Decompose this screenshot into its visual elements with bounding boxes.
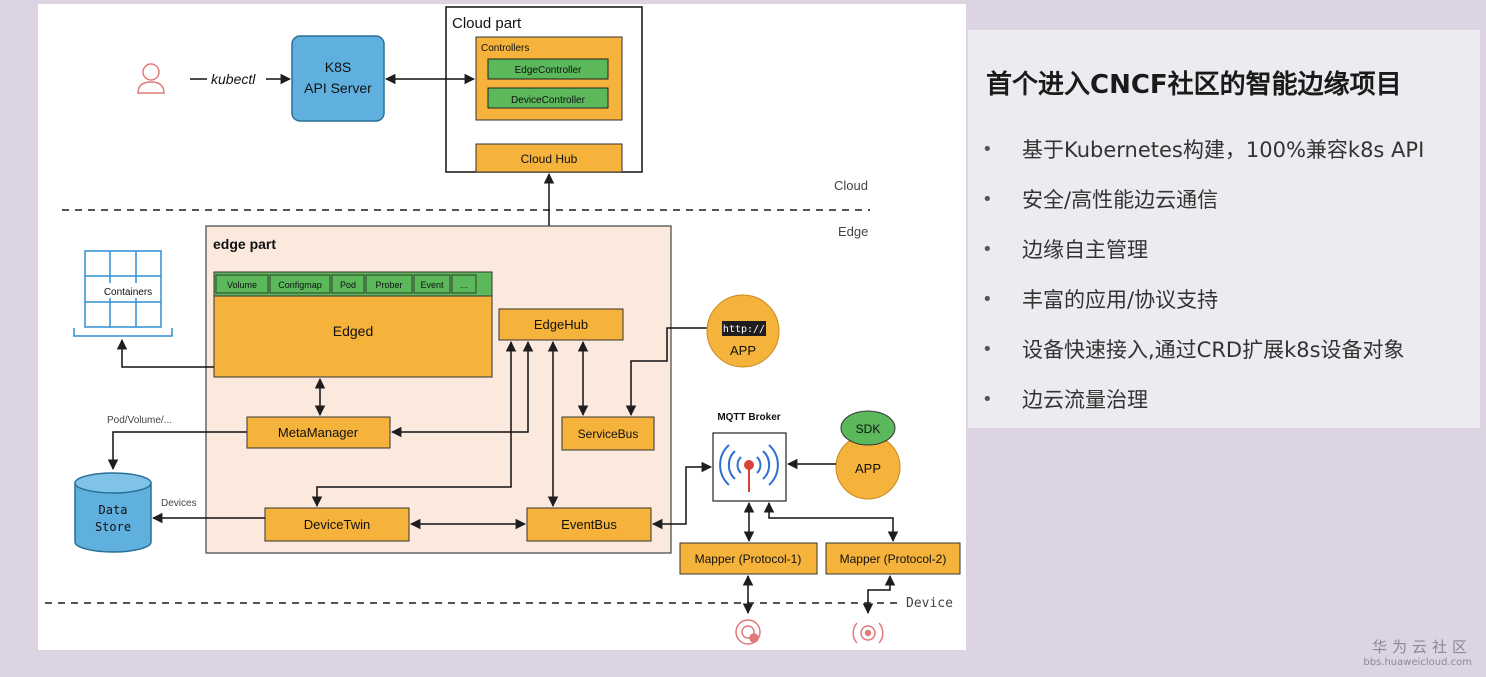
edge-part-title: edge part — [213, 236, 276, 252]
bullet-icon: • — [982, 389, 993, 410]
watermark-cn: 华为云社区 — [1371, 638, 1472, 656]
metamanager-label: MetaManager — [278, 425, 359, 440]
feature-list: • 基于Kubernetes构建，100%兼容k8s API • 安全/高性能边云通… — [982, 130, 1424, 430]
eventbus — [526, 507, 652, 542]
edgehub-label: EdgeHub — [534, 317, 588, 332]
device-controller-label: DeviceController — [511, 95, 586, 106]
edged-tab — [331, 274, 365, 294]
feature-text: 安全/高性能边云通信 — [1022, 188, 1219, 212]
data-store-line2: Store — [95, 520, 131, 534]
feature-panel — [968, 30, 1480, 428]
cloud-part-title: Cloud part — [452, 15, 522, 32]
device-controller — [487, 87, 609, 109]
edged-tabs: Volume Configmap Pod Prober Event... — [215, 274, 477, 294]
servicebus-label: ServiceBus — [578, 427, 639, 441]
cloud-hub — [475, 143, 623, 173]
edged-tab — [365, 274, 413, 294]
feature-text: 设备快速接入,通过CRD扩展k8s设备对象 — [1022, 338, 1405, 362]
k8s-api-server — [291, 35, 385, 122]
devicetwin — [264, 507, 410, 542]
feature-text: 边缘自主管理 — [1022, 238, 1148, 262]
kubectl-label: kubectl — [211, 71, 256, 87]
app-label: APP — [730, 343, 756, 358]
feature-item: • 边缘自主管理 — [982, 230, 1424, 280]
edged-tab-label: Event — [420, 280, 444, 290]
edged-label: Edged — [333, 323, 373, 339]
edged-tab-label: ... — [460, 280, 468, 290]
watermark: 华为云社区 bbs.huaweicloud.com — [1363, 636, 1472, 668]
devicetwin-label: DeviceTwin — [304, 517, 370, 532]
user-icon — [137, 63, 165, 94]
k8s-line2: API Server — [304, 80, 372, 96]
watermark-url: bbs.huaweicloud.com — [1363, 657, 1472, 668]
k8s-line1: K8S — [325, 59, 351, 75]
edged-tab-label: Pod — [340, 280, 356, 290]
edged-tab — [413, 274, 451, 294]
edged-tab — [269, 274, 331, 294]
device-2-icon — [852, 622, 884, 644]
controllers-title: Controllers — [481, 43, 529, 54]
data-store-icon — [74, 472, 152, 553]
mapper-protocol-2-label: Mapper (Protocol-2) — [840, 552, 947, 566]
http-badge — [722, 321, 766, 336]
edgehub — [498, 308, 624, 341]
containers-label-bg — [97, 283, 159, 298]
bullet-icon: • — [982, 339, 993, 360]
sdk-app-label: APP — [855, 461, 881, 476]
device-label: Device — [906, 596, 953, 611]
mqtt-broker-title: MQTT Broker — [717, 412, 780, 423]
feature-item: • 基于Kubernetes构建，100%兼容k8s API — [982, 130, 1424, 180]
bullet-icon: • — [982, 239, 993, 260]
http-label: http:// — [723, 324, 765, 335]
edge-controller — [487, 58, 609, 80]
mapper-protocol-1-label: Mapper (Protocol-1) — [695, 552, 802, 566]
edge-label: Edge — [838, 224, 868, 239]
sdk-label: SDK — [856, 422, 881, 436]
edge-controller-label: EdgeController — [515, 65, 582, 76]
metamanager-datastore-link — [107, 431, 247, 471]
servicebus-app-link — [625, 322, 724, 417]
feature-item: • 设备快速接入,通过CRD扩展k8s设备对象 — [982, 330, 1424, 380]
edged-tab-label: Volume — [227, 280, 257, 290]
feature-text: 边云流量治理 — [1022, 388, 1148, 412]
feature-text: 丰富的应用/协议支持 — [1022, 288, 1219, 312]
mapper-protocol-1 — [679, 542, 818, 575]
bullet-icon: • — [982, 289, 993, 310]
bullet-icon: • — [982, 139, 993, 160]
feature-item: • 边云流量治理 — [982, 380, 1424, 430]
servicebus — [561, 416, 655, 451]
device-1-icon — [735, 619, 761, 645]
edged-tab-label: Configmap — [278, 280, 322, 290]
broker-mapper2-link — [763, 501, 899, 543]
bullet-icon: • — [982, 189, 993, 210]
containers-label: Containers — [104, 287, 152, 298]
data-store-line1: Data — [99, 503, 128, 517]
feature-text: 基于Kubernetes构建，100%兼容k8s API — [1022, 138, 1425, 162]
edged-tab — [451, 274, 477, 294]
edged-tab — [215, 274, 269, 294]
sdk-badge — [840, 410, 896, 446]
broadcast-icon — [719, 444, 779, 492]
cloud-hub-label: Cloud Hub — [521, 152, 578, 166]
headline: 首个进入CNCF社区的智能边缘项目 — [986, 70, 1402, 100]
devices-label: Devices — [161, 498, 197, 509]
edgehub-devicetwin-link — [311, 340, 517, 508]
edged-tab-label: Prober — [375, 280, 402, 290]
pod-volume-label: Pod/Volume/... — [107, 415, 172, 426]
feature-item: • 丰富的应用/协议支持 — [982, 280, 1424, 330]
eventbus-label: EventBus — [561, 517, 617, 532]
feature-item: • 安全/高性能边云通信 — [982, 180, 1424, 230]
eventbus-broker-link — [651, 461, 713, 530]
cloud-label: Cloud — [834, 178, 868, 193]
edged-containers-link — [116, 338, 214, 368]
mapper2-device-link — [862, 574, 896, 615]
mapper-protocol-2 — [825, 542, 961, 575]
